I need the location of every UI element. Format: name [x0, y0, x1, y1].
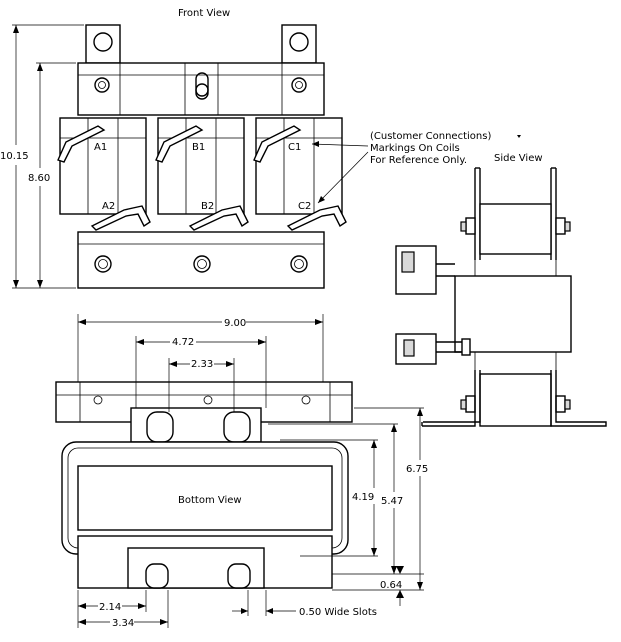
- lead-lug-a1: [57, 125, 106, 163]
- bottom-view-title: Bottom View: [178, 495, 242, 506]
- bolt-bottom-center: [193, 255, 211, 273]
- lead-lug-c2: [286, 205, 347, 231]
- marking-c1: C1: [288, 142, 301, 153]
- coil-c: [255, 117, 343, 215]
- bolt-top-center: [195, 83, 209, 97]
- note-line-2: Markings On Coils: [370, 143, 460, 154]
- bottom-view: Bottom View 9.00 4.72 2.33: [55, 314, 428, 629]
- dim-slot-width: 0.50 Wide Slots: [299, 607, 377, 618]
- side-coil-body: [454, 275, 572, 353]
- terminal-plate-right: [281, 24, 317, 64]
- lead-lug-b2: [188, 205, 249, 231]
- bottom-bracket: [77, 231, 325, 289]
- side-view-title: Side View: [494, 153, 543, 164]
- dim-mount-spacing: 4.72: [172, 337, 194, 348]
- bottom-view-core: [77, 465, 333, 531]
- terminal-hole-right: [289, 32, 309, 52]
- note-line-3: For Reference Only.: [370, 155, 467, 166]
- side-bolt-top-right: [564, 221, 571, 232]
- front-view-title: Front View: [178, 8, 230, 19]
- lead-lug-a2: [90, 205, 151, 231]
- lead-lug-b1: [155, 125, 204, 163]
- base-slot-left: [145, 563, 169, 589]
- terminal-plate-left: [85, 24, 121, 64]
- dim-height: 8.60: [28, 173, 50, 184]
- dim-slot-offset: 2.14: [99, 602, 121, 613]
- bolt-top-left: [94, 77, 110, 93]
- lead-lug-c1: [253, 125, 302, 163]
- dim-depth: 6.75: [406, 464, 428, 475]
- marking-a2: A2: [102, 201, 115, 212]
- bolt-bottom-left: [94, 255, 112, 273]
- mount-slot-left: [146, 411, 174, 443]
- terminal-hole-left: [93, 32, 113, 52]
- front-view: Front View A1: [0, 8, 347, 289]
- side-bottom-clamp: [479, 373, 552, 427]
- marking-c2: C2: [298, 201, 311, 212]
- dim-slot-outer: 3.34: [112, 618, 134, 629]
- side-bolt-bottom-right: [564, 399, 571, 410]
- bolt-bottom-right: [290, 255, 308, 273]
- side-view: Side View: [395, 135, 607, 427]
- marking-b1: B1: [192, 142, 205, 153]
- dim-coil-depth: 5.47: [381, 496, 403, 507]
- marking-a1: A1: [94, 142, 107, 153]
- side-bolt-top-left: [460, 221, 467, 232]
- coil-a: [59, 117, 147, 215]
- dim-width: 9.00: [224, 318, 246, 329]
- note-line-1: (Customer Connections): [370, 131, 491, 142]
- dim-foot: 0.64: [380, 580, 402, 591]
- dim-core-depth: 4.19: [352, 492, 374, 503]
- customer-connections-note: (Customer Connections) Markings On Coils…: [311, 131, 491, 204]
- marking-b2: B2: [201, 201, 214, 212]
- coil-b: [157, 117, 245, 215]
- base-slot-right: [227, 563, 251, 589]
- side-terminal-bottom: [395, 333, 437, 365]
- mount-slot-right: [223, 411, 251, 443]
- top-bracket: [77, 62, 325, 116]
- bolt-top-right: [291, 77, 307, 93]
- side-top-clamp: [479, 203, 552, 255]
- side-mounting-feet: [421, 370, 481, 427]
- dim-slot-spacing: 2.33: [191, 359, 213, 370]
- dim-overall-height: 10.15: [0, 151, 29, 162]
- side-bolt-bottom-left: [460, 399, 467, 410]
